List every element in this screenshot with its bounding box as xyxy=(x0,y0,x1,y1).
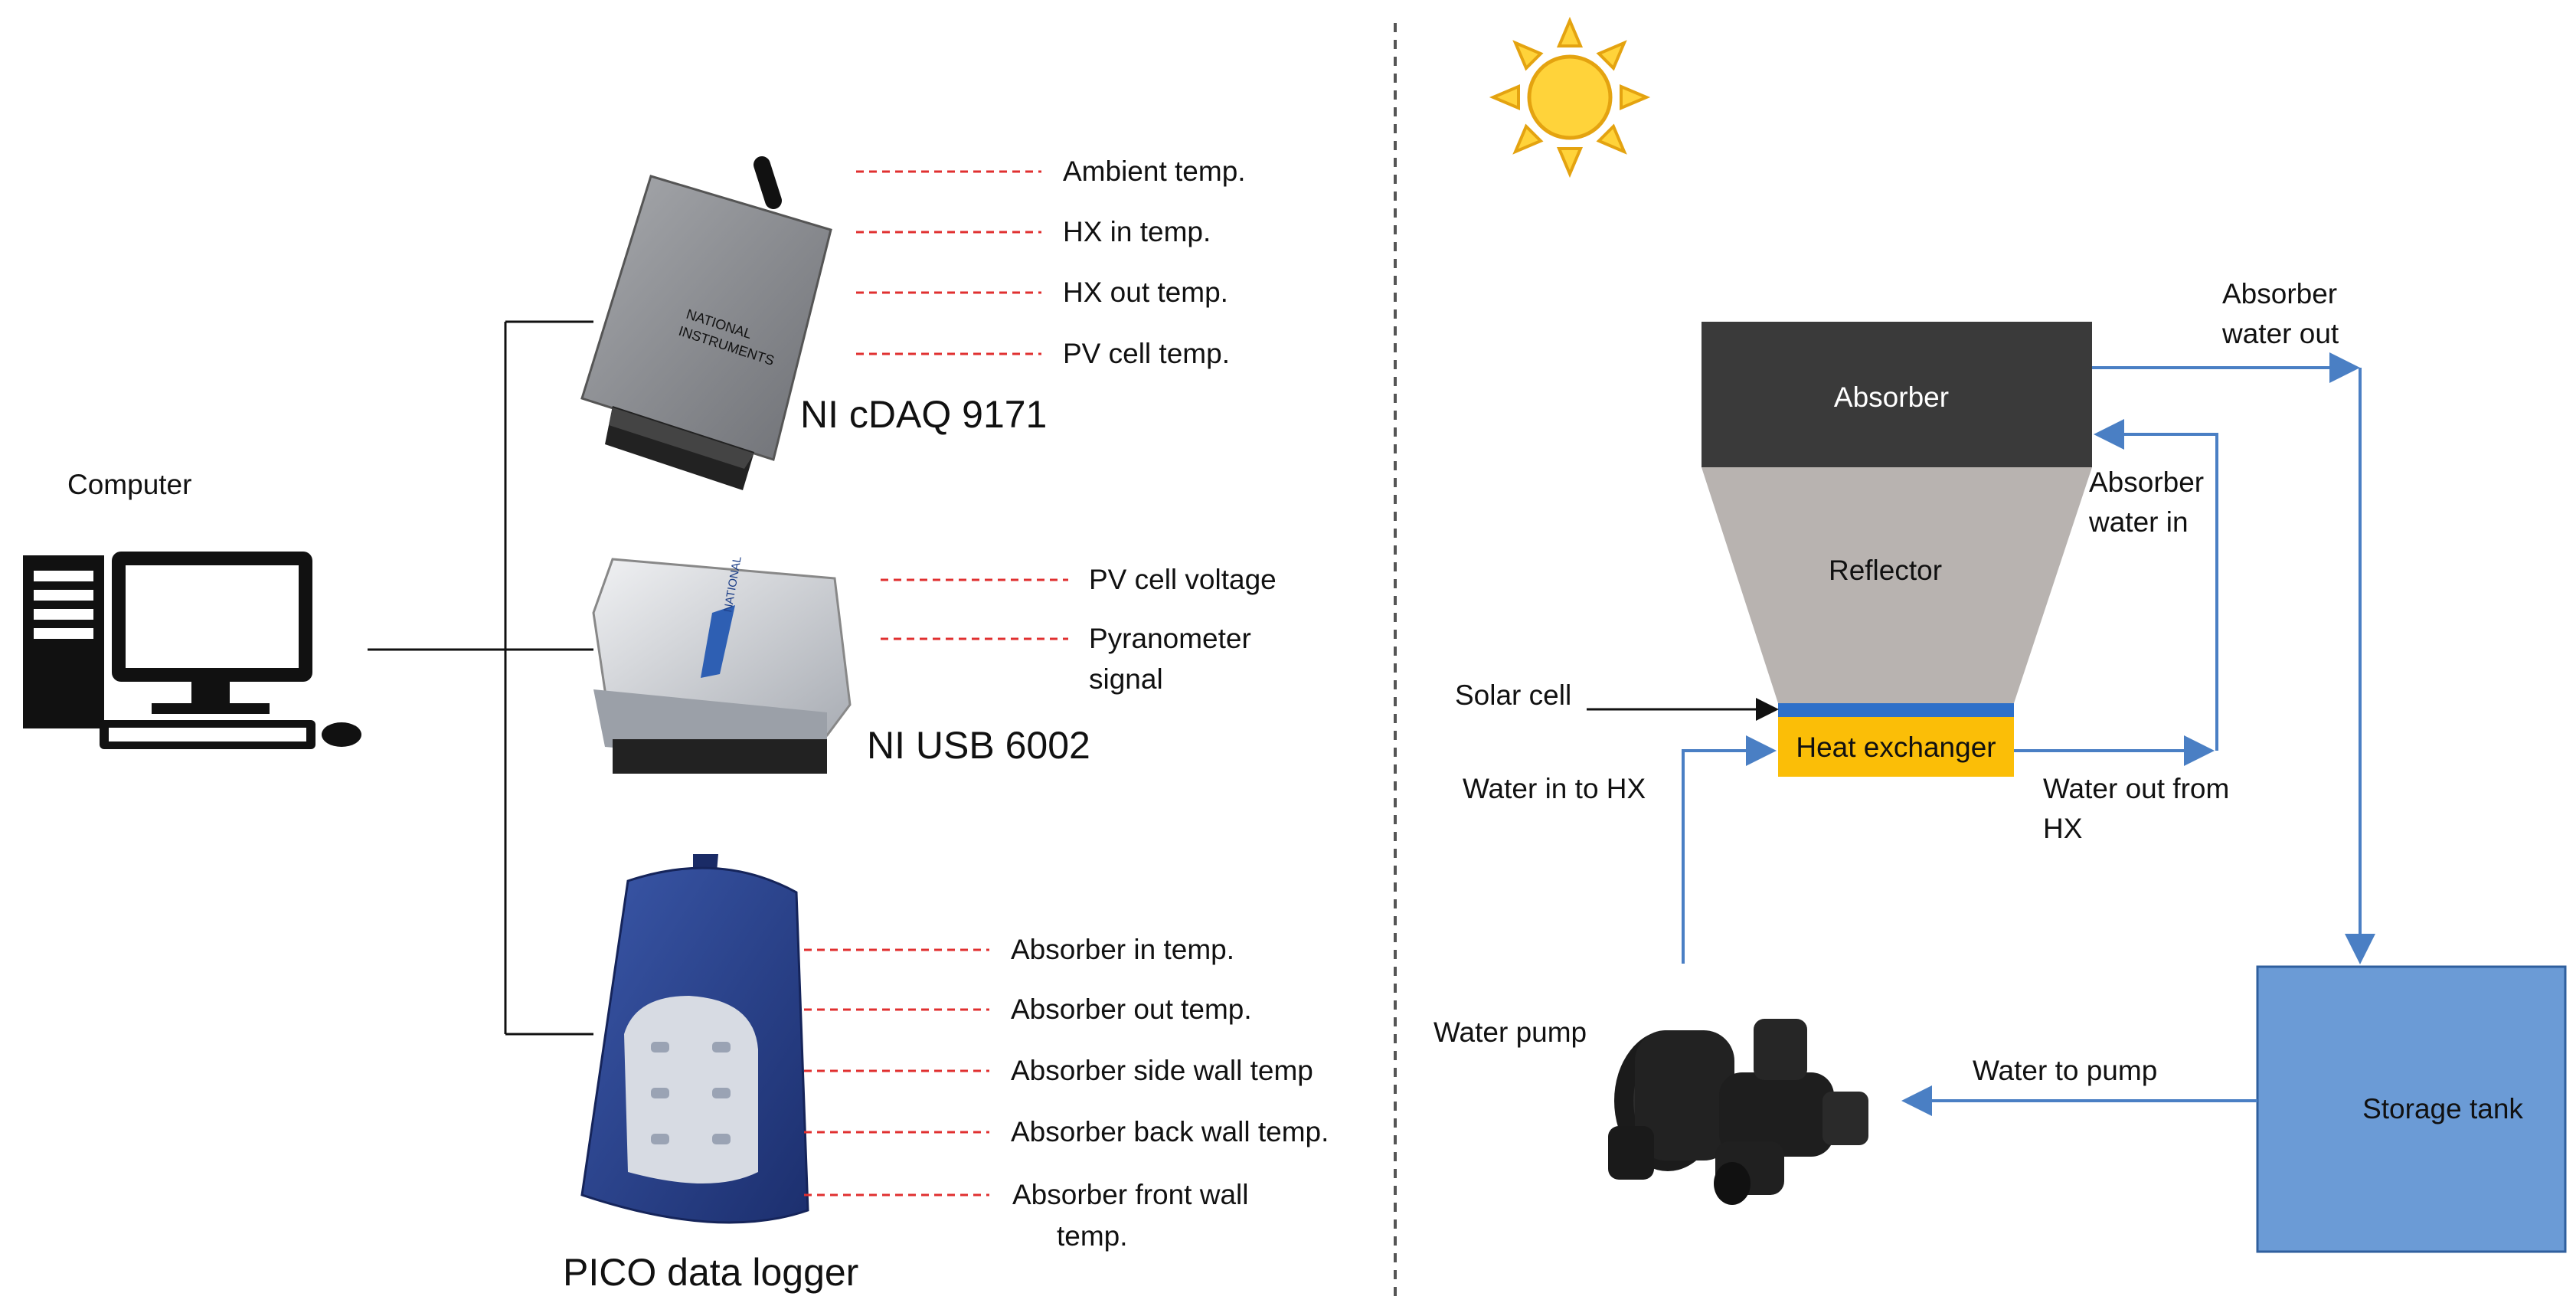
signal-label: Absorber out temp. xyxy=(1011,994,1252,1025)
signal-label: HX out temp. xyxy=(1063,277,1228,308)
computer-icon xyxy=(23,552,361,749)
heat-exchanger-label: Heat exchanger xyxy=(1796,732,1996,763)
water-pump-label: Water pump xyxy=(1433,1016,1587,1048)
signal-label: PV cell voltage xyxy=(1089,564,1277,595)
absorber-water-out-label: Absorber xyxy=(2222,278,2337,309)
water-pump-image xyxy=(1608,1019,1868,1205)
signal-label: Absorber front wall xyxy=(1012,1179,1248,1210)
signal-label: HX in temp. xyxy=(1063,216,1211,247)
solar-cell-label: Solar cell xyxy=(1455,679,1571,711)
flow-hx-to-absorber xyxy=(2094,419,2218,751)
storage-tank xyxy=(2256,965,2567,1253)
flow-pump-to-hx xyxy=(1682,735,1777,964)
signal-label: Ambient temp. xyxy=(1063,155,1246,187)
water-to-pump-label: Water to pump xyxy=(1973,1055,2157,1086)
ni-usb-device-image: NATIONAL xyxy=(592,555,852,774)
reflector-label: Reflector xyxy=(1829,555,1942,586)
ni-usb-name: NI USB 6002 xyxy=(867,724,1090,767)
computer-label: Computer xyxy=(67,469,191,500)
absorber-water-in-label: water in xyxy=(2088,506,2189,538)
signal-label: signal xyxy=(1089,663,1163,695)
water-in-to-hx-label: Water in to HX xyxy=(1463,773,1646,804)
ni-cdaq-device-image: NATIONAL INSTRUMENTS xyxy=(580,156,832,490)
signal-label: PV cell temp. xyxy=(1063,338,1230,369)
absorber-label: Absorber xyxy=(1834,381,1949,413)
absorber-water-out-label: water out xyxy=(2221,318,2339,349)
heat-exchanger-block xyxy=(1778,717,2014,777)
signal-label: temp. xyxy=(1057,1220,1128,1252)
pico-logger-name: PICO data logger xyxy=(563,1251,858,1294)
water-out-from-hx-label: Water out from xyxy=(2043,773,2229,804)
ni-cdaq-name: NI cDAQ 9171 xyxy=(800,393,1047,436)
absorber-water-in-label: Absorber xyxy=(2089,466,2204,498)
signal-label: Absorber side wall temp xyxy=(1011,1055,1313,1086)
signal-label: Pyranometer xyxy=(1089,623,1251,654)
signal-label: Absorber in temp. xyxy=(1011,934,1234,965)
sun-icon xyxy=(1489,16,1651,178)
pico-logger-device-image xyxy=(580,854,809,1224)
water-out-from-hx-label: HX xyxy=(2043,813,2082,844)
reflector-shape xyxy=(1702,467,2092,703)
solar-cell-strip xyxy=(1778,703,2014,717)
absorber-block xyxy=(1702,322,2092,467)
storage-tank-label: Storage tank xyxy=(2362,1093,2523,1124)
signal-label: Absorber back wall temp. xyxy=(1011,1116,1329,1147)
